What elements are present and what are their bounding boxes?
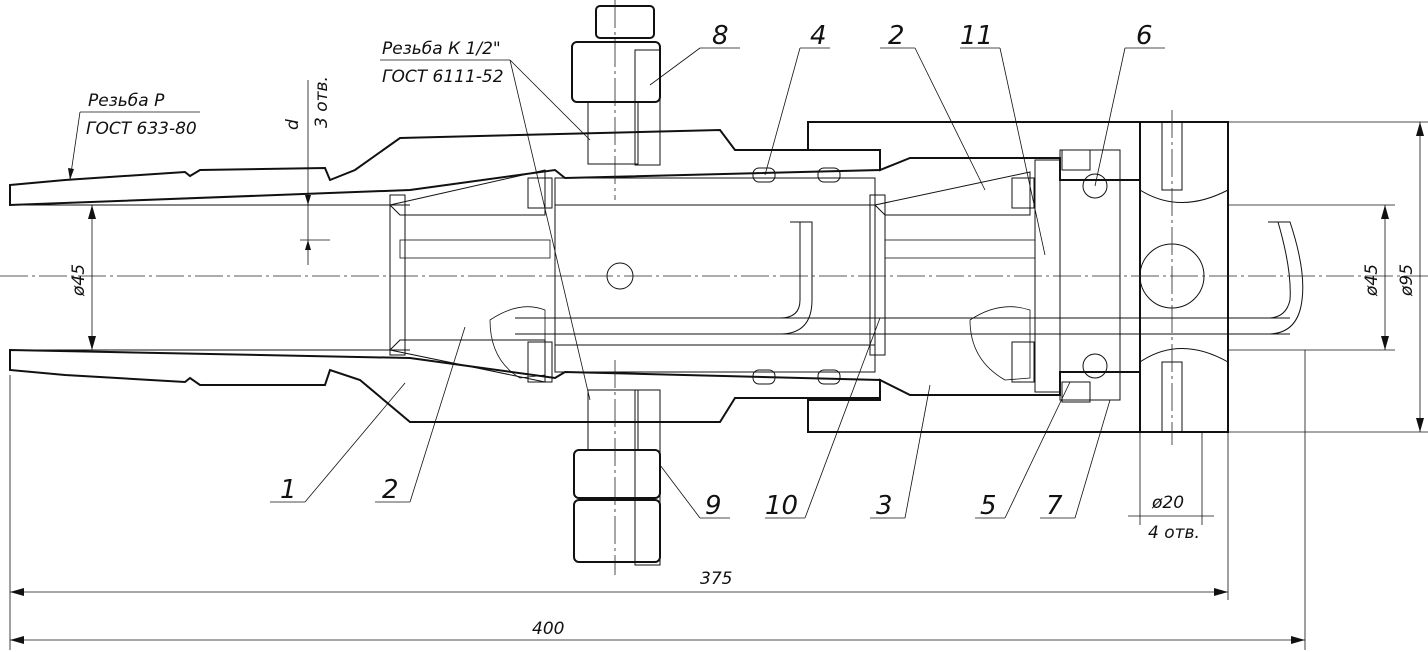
callout-2-bottom: 2 bbox=[382, 475, 399, 505]
cone-insert-left bbox=[388, 169, 553, 383]
dimension-lines bbox=[9, 80, 1428, 650]
callout-11: 11 bbox=[960, 21, 993, 51]
dim-dia45-left: ø45 bbox=[69, 264, 89, 297]
bottom-fitting-part-9 bbox=[573, 360, 661, 575]
dim-dia45-right: ø45 bbox=[1362, 264, 1382, 297]
callout-1: 1 bbox=[280, 475, 297, 505]
thread-k-note: Резьба К 1/2" bbox=[382, 39, 501, 59]
holes-3-label: 3 отв. bbox=[312, 76, 332, 128]
dim-375: 375 bbox=[700, 569, 732, 589]
dim-holes-4: 4 отв. bbox=[1148, 523, 1200, 543]
callout-6: 6 bbox=[1136, 21, 1153, 51]
callout-3: 3 bbox=[876, 491, 893, 521]
o-rings bbox=[752, 167, 841, 385]
callout-labels: 8 4 2 11 6 1 2 9 10 3 5 7 bbox=[280, 21, 1153, 521]
d-label: d bbox=[283, 119, 303, 130]
dimension-labels: ø45 ø45 ø95 ø20 4 отв. 375 400 bbox=[69, 264, 1417, 639]
gost-633-note: ГОСТ 633-80 bbox=[86, 119, 197, 139]
callout-4: 4 bbox=[810, 21, 827, 51]
thread-p-note: Резьба Р bbox=[88, 91, 165, 111]
callout-2-top: 2 bbox=[888, 21, 905, 51]
callout-8: 8 bbox=[712, 21, 729, 51]
callout-5: 5 bbox=[980, 491, 997, 521]
dim-dia20: ø20 bbox=[1151, 493, 1184, 513]
callout-9: 9 bbox=[705, 491, 722, 521]
end-head-part-7 bbox=[1139, 121, 1229, 433]
dim-400: 400 bbox=[532, 619, 564, 639]
notes: Резьба Р ГОСТ 633-80 Резьба К 1/2" ГОСТ … bbox=[86, 39, 504, 139]
callout-7: 7 bbox=[1046, 491, 1063, 521]
cone-insert-right bbox=[869, 171, 1036, 383]
gost-6111-note: ГОСТ 6111-52 bbox=[382, 67, 504, 87]
centerlines bbox=[0, 110, 1428, 445]
dim-dia95: ø95 bbox=[1397, 264, 1417, 297]
leader-lines bbox=[68, 47, 1165, 519]
central-chamber bbox=[515, 177, 1304, 373]
callout-10: 10 bbox=[765, 491, 798, 521]
top-fitting-part-8 bbox=[571, 0, 661, 200]
